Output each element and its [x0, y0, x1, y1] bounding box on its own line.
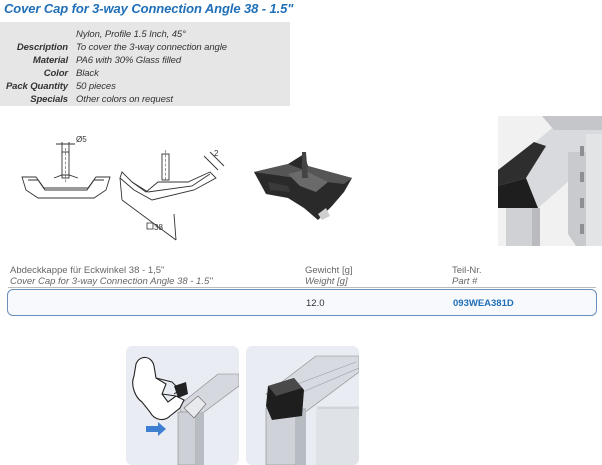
- cover-cap-photo: [254, 152, 352, 220]
- profile-corner-photo: [498, 116, 602, 246]
- square-symbol-icon: [146, 222, 154, 230]
- spec-label: Description: [16, 42, 68, 53]
- size-dim: 38: [154, 223, 163, 232]
- spec-value: Nylon, Profile 1.5 Inch, 45°: [76, 29, 186, 40]
- weight-header-de: Gewicht [g]: [305, 265, 353, 276]
- spec-value: To cover the 3-way connection angle: [76, 42, 227, 53]
- part-number-cell[interactable]: 093WEA381D: [453, 298, 514, 309]
- spec-value: Black: [76, 68, 99, 79]
- weight-header-en: Weight [g]: [305, 276, 348, 287]
- spec-box: Nylon, Profile 1.5 Inch, 45° Description…: [0, 22, 290, 106]
- installed-cap-image: [265, 355, 359, 465]
- spec-row: Material PA6 with 30% Glass filled: [0, 55, 290, 68]
- hand-attaching-cap-image: [132, 356, 239, 465]
- side-view-drawing: 2 38: [119, 149, 225, 241]
- thickness-dim: 2: [214, 149, 219, 158]
- spec-row: Pack Quantity 50 pieces: [0, 81, 290, 94]
- spec-label: Specials: [30, 94, 68, 105]
- name-header-de: Abdeckkappe für Eckwinkel 38 - 1,5": [10, 265, 165, 276]
- spec-label: Color: [43, 68, 68, 79]
- spec-row: Color Black: [0, 68, 290, 81]
- spec-label: Pack Quantity: [5, 81, 68, 92]
- name-header-en: Cover Cap for 3-way Connection Angle 38 …: [10, 276, 213, 287]
- spec-row: Nylon, Profile 1.5 Inch, 45°: [0, 29, 290, 42]
- spec-value: 50 pieces: [76, 81, 116, 92]
- table-header-rule: [8, 287, 596, 288]
- spec-value: Other colors on request: [76, 94, 173, 105]
- install-step-1-illustration: [126, 346, 239, 465]
- profile-corner-image: [498, 116, 602, 246]
- table-row[interactable]: 12.0 093WEA381D: [7, 289, 597, 316]
- spec-row: Specials Other colors on request: [0, 94, 290, 107]
- product-title: Cover Cap for 3-way Connection Angle 38 …: [4, 1, 294, 16]
- diameter-dim: Ø5: [76, 135, 87, 144]
- install-step-2-illustration: [246, 346, 359, 465]
- spec-row: Description To cover the 3-way connectio…: [0, 42, 290, 55]
- front-view-drawing: Ø5: [21, 135, 111, 199]
- spec-label: Material: [32, 55, 68, 66]
- part-header-en: Part #: [452, 276, 478, 287]
- weight-cell: 12.0: [306, 298, 325, 309]
- part-header-de: Teil-Nr.: [452, 265, 482, 276]
- spec-value: PA6 with 30% Glass filled: [76, 55, 182, 66]
